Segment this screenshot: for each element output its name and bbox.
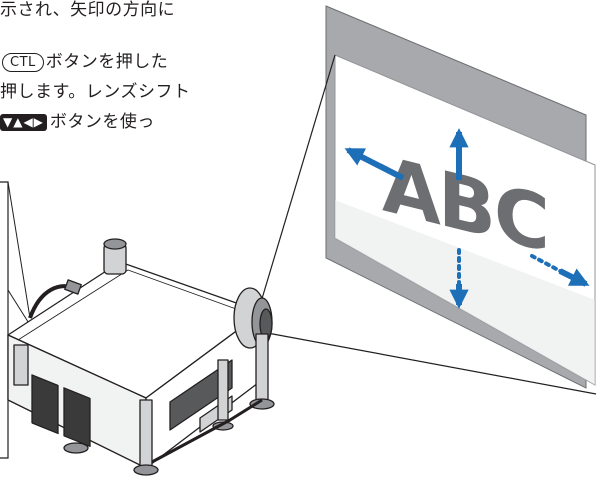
arrow-left-icon [344,147,405,181]
screen-letter-c: C [494,168,550,271]
projection-line-bottom [261,331,597,395]
instruction-text-3: 押します。レンズシフト [0,82,191,102]
projection-line-top [257,54,336,313]
instruction-line-3: 押します。レンズシフト [0,82,190,102]
ctl-key-icon: CTL [2,53,44,72]
instruction-line-1: 示され、矢印の方向に [0,0,175,20]
callout-box [0,181,9,459]
screen-letter-a: A [382,140,441,243]
screen-letter-b: B [438,154,496,257]
instruction-text-1: 示され、矢印の方向に [0,0,176,20]
projector [7,238,275,476]
instruction-text-2: ボタンを押した [45,52,169,72]
instruction-text-4: ボタンを使っ [49,112,155,132]
arrow-right-head [558,268,590,287]
arrow-right-dotted-icon [530,254,564,274]
arrow-keys-icon: ▼▲◀▶ [0,114,47,131]
instruction-line-4: ▼▲◀▶ボタンを使っ [0,112,155,132]
callout-line-2 [7,289,31,326]
callout-line-1 [7,181,31,319]
